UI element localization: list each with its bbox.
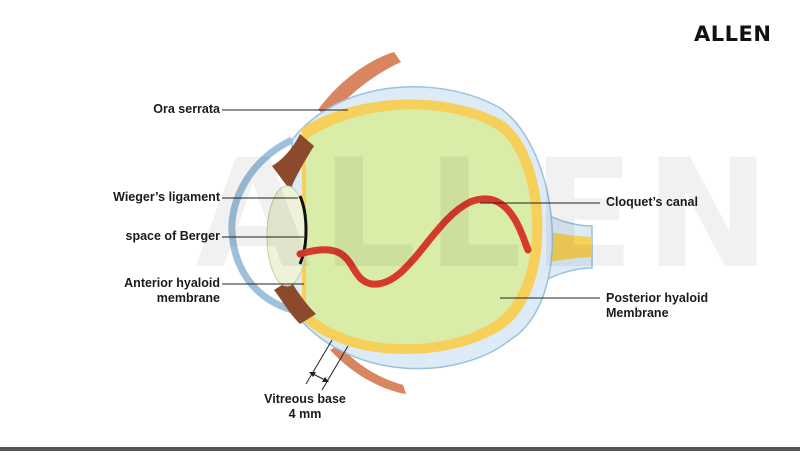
label-anterior-hyaloid: Anterior hyaloid membrane xyxy=(70,276,220,306)
label-anterior-hyaloid-line1: Anterior hyaloid xyxy=(124,276,220,290)
arrowhead-left xyxy=(309,372,316,377)
superior-muscle xyxy=(318,52,401,118)
cornea xyxy=(228,136,294,314)
label-vitreous-base: Vitreous base 4 mm xyxy=(240,392,370,422)
space-of-berger-arc xyxy=(298,195,308,265)
label-cloquets-canal: Cloquet’s canal xyxy=(606,195,698,209)
label-posterior-hyaloid-line2: Membrane xyxy=(606,306,669,320)
arrowhead-right xyxy=(322,377,329,382)
iris-lower xyxy=(274,280,316,324)
cloquets-canal xyxy=(296,195,532,288)
label-wiegers-ligament: Wieger’s ligament xyxy=(113,190,220,204)
brand-logo: ALLEN xyxy=(694,22,772,46)
label-posterior-hyaloid-line1: Posterior hyaloid xyxy=(606,291,709,305)
vitreous-base-line-b xyxy=(321,345,349,391)
vitreous-body xyxy=(306,109,533,345)
label-vitreous-base-line2: 4 mm xyxy=(288,407,322,421)
bottom-rule xyxy=(0,447,800,451)
label-space-of-berger: space of Berger xyxy=(125,229,220,243)
label-ora-serrata: Ora serrata xyxy=(153,102,220,116)
label-posterior-hyaloid: Posterior hyaloid Membrane xyxy=(606,291,708,321)
label-anterior-hyaloid-line2: membrane xyxy=(156,291,220,305)
vitreous-base-line-a xyxy=(305,339,333,385)
label-vitreous-base-line1: Vitreous base xyxy=(264,392,346,406)
inferior-muscle xyxy=(330,344,406,394)
iris-upper xyxy=(272,134,314,190)
